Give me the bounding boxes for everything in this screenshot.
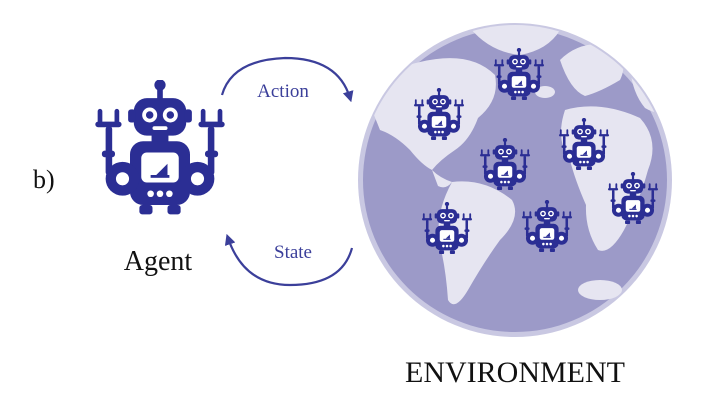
environment-globe-icon bbox=[358, 23, 672, 337]
action-arrow bbox=[220, 56, 354, 103]
agent-robot-icon bbox=[98, 79, 222, 214]
action-label: Action bbox=[257, 81, 309, 102]
environment-label: ENVIRONMENT bbox=[405, 356, 625, 389]
state-label: State bbox=[274, 242, 312, 263]
agent-label: Agent bbox=[124, 246, 193, 277]
panel-label: b) bbox=[33, 165, 55, 194]
state-arrow bbox=[224, 233, 354, 287]
